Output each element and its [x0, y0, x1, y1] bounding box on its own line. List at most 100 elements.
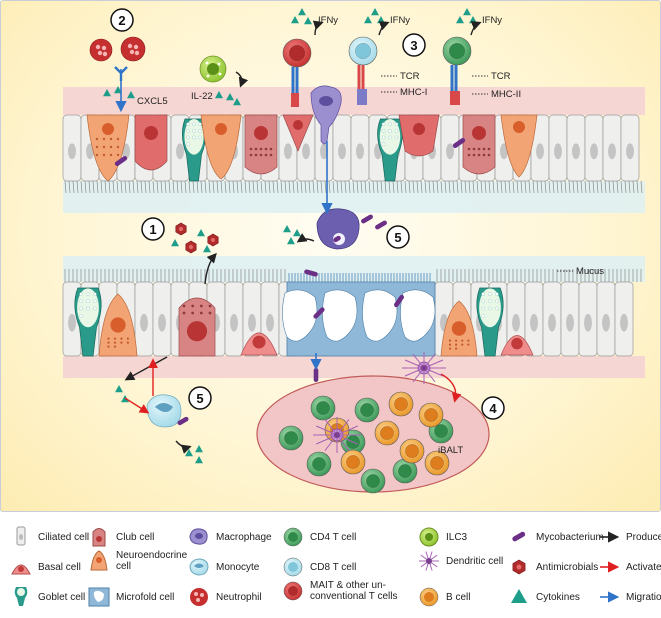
cytokine [283, 225, 291, 233]
ciliated-cell-upper [620, 114, 640, 182]
cytokine [215, 91, 223, 99]
basal-icon [11, 564, 31, 575]
ibalt-b-cell [388, 391, 414, 417]
arrows [115, 20, 482, 454]
neuroendocrine-cell-upper-2 [200, 114, 242, 180]
legend-label: Antimicrobials [536, 561, 599, 573]
legend-label: Produce [626, 531, 661, 543]
legend-item-neutrophil: Neutrophil [188, 586, 262, 608]
cd4-icon [283, 527, 303, 547]
marker-4-label: 4 [489, 401, 497, 416]
cytokine [304, 17, 312, 25]
antimicrobial-1 [175, 222, 187, 236]
myco-icon [512, 531, 526, 542]
lower-basement-membrane [63, 356, 645, 378]
antimicrobial-2 [207, 233, 219, 247]
legend-item-produce: Produce [598, 526, 661, 548]
ciliated-cell-upper [440, 114, 460, 182]
upper-epithelium [62, 85, 645, 213]
ibalt-cd4-t-cell [360, 468, 386, 494]
legend-label: Neuroendocrine cell [116, 550, 188, 572]
cytokine [377, 16, 385, 24]
legend-label: Monocyte [216, 561, 260, 573]
marker-1-label: 1 [149, 222, 156, 237]
monocyte [146, 394, 182, 428]
basal-cell-lower-2 [500, 335, 534, 356]
cytokine [293, 229, 301, 237]
cytokine [463, 8, 471, 16]
diagram-canvas: 2 3 1 5 4 5 CXCL5 IL-22 IFNy IFNy IFNy T… [62, 8, 645, 494]
legend-item-goblet: Goblet cell [10, 586, 85, 608]
legend-item-macrophage: Macrophage [188, 526, 272, 548]
club-cell-upper-4 [462, 114, 496, 175]
legend-item-cd4: CD4 T cell [282, 526, 356, 548]
ibalt-cd4-t-cell [354, 397, 380, 423]
ciliated-cell-upper [548, 114, 568, 182]
club-icon [92, 528, 106, 547]
legend-item-microfold: Microfold cell [88, 586, 174, 608]
cytokine [226, 93, 234, 101]
legend-item-dendritic: Dendritic cell [418, 550, 503, 572]
cd8-icon [283, 557, 303, 577]
ciliated-cell-upper [62, 114, 82, 182]
ciliated-cell-lower [152, 281, 172, 357]
legend-item-myco: Mycobacterium [508, 526, 604, 548]
cd4-mhc2 [450, 91, 460, 105]
legend-label: Basal cell [38, 561, 81, 573]
cytokine [115, 385, 123, 393]
mycobacterium-microfold-2 [313, 307, 325, 319]
legend-item-antimicrobial: Antimicrobials [508, 556, 598, 578]
goblet-cell-lower-2 [476, 287, 504, 357]
ciliated-cell-upper [602, 114, 622, 182]
cytokine [456, 16, 464, 24]
ciliated-cell-lower [542, 281, 562, 357]
legend-item-cd8: CD8 T cell [282, 556, 356, 578]
cytokine [364, 16, 372, 24]
dendritic-cell-ibalt [313, 417, 361, 453]
neuroendocrine-cell-lower-2 [440, 300, 478, 357]
cytokine [171, 239, 179, 247]
legend-label: Neutrophil [216, 591, 262, 603]
macrophage-migrating [310, 85, 342, 145]
mhc1-label: MHC-I [400, 87, 427, 98]
mait-icon [283, 581, 303, 601]
cytokine [197, 229, 205, 237]
mycobacterium-lumen-2 [375, 220, 387, 230]
legend-item-club: Club cell [88, 526, 154, 548]
monocyte-icon [189, 558, 209, 576]
legend-label: Club cell [116, 531, 155, 543]
mycobacterium-upper-2 [452, 138, 466, 148]
club-cell-upper-2 [244, 114, 278, 175]
cd8-tcr [357, 65, 365, 91]
legend-label: CD8 T cell [310, 561, 357, 573]
macrophage-lumen [316, 208, 360, 250]
bcell-icon [419, 587, 439, 607]
marker-3-label: 3 [410, 38, 417, 53]
cytokine-icon [511, 589, 527, 603]
ciliated-cell-upper [584, 114, 604, 182]
legend-label: MAIT & other un-conventional T cells [310, 580, 398, 602]
neuroendocrine-cell-lower-1 [98, 293, 138, 357]
mait-tcr [291, 67, 299, 93]
ilc3-cell [199, 55, 227, 83]
marker-2 [110, 8, 134, 32]
ciliated-cell-upper [566, 114, 586, 182]
ifny-label-1: IFNy [318, 15, 338, 26]
neutrophil-1 [89, 38, 113, 62]
legend-item-cytokine: Cytokines [508, 586, 580, 608]
mhc2-label: MHC-II [491, 89, 521, 100]
legend-label: Dendritic cell [446, 555, 504, 567]
cytokine [233, 98, 241, 106]
ibalt-cd4-t-cell [278, 425, 304, 451]
cxcl5-label: CXCL5 [137, 96, 168, 107]
cytokine [114, 86, 122, 94]
cd8-mhc1 [357, 89, 367, 105]
marker-5-bottom [188, 386, 212, 410]
lower-mucus-layer [63, 256, 645, 282]
ciliated-cell-upper [332, 114, 352, 182]
legend-item-bcell: B cell [418, 586, 470, 608]
legend-label: Mycobacterium [536, 531, 604, 543]
upper-mucus-layer [63, 181, 645, 213]
ifny-label-2: IFNy [390, 15, 410, 26]
